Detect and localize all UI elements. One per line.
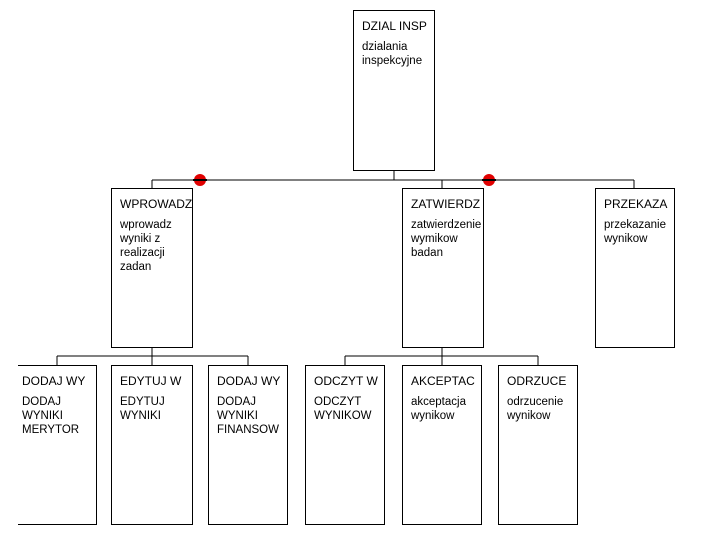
marker-left — [193, 174, 207, 186]
node-desc: akceptacja wynikow — [411, 396, 466, 422]
node-title: ODCZYT W — [314, 374, 378, 388]
node-odrzucenie[interactable]: ODRZUCE odrzucenie wynikow — [498, 365, 578, 525]
node-title: WPROWADZ — [120, 197, 193, 211]
node-title: AKCEPTAC — [411, 374, 475, 388]
node-dzial-insp[interactable]: DZIAL INSP dzialania inspekcyjne — [353, 10, 435, 171]
marker-right — [482, 174, 496, 186]
node-title: EDYTUJ W — [120, 374, 182, 388]
node-desc: ODCZYT WYNIKOW — [314, 396, 372, 422]
node-desc: EDYTUJ WYNIKI — [120, 396, 165, 422]
node-desc: odrzucenie wynikow — [507, 396, 564, 422]
node-desc: DODAJ WYNIKI MERYTOR — [22, 396, 80, 436]
node-title: DODAJ WY — [217, 374, 281, 388]
node-title: ZATWIERDZ — [411, 197, 481, 211]
node-wprowadz[interactable]: WPROWADZ wprowadz wyniki z realizacji za… — [111, 188, 193, 348]
node-title: DZIAL INSP — [362, 19, 427, 33]
node-odczyt[interactable]: ODCZYT W ODCZYT WYNIKOW — [305, 365, 385, 525]
node-edytuj[interactable]: EDYTUJ W EDYTUJ WYNIKI — [111, 365, 193, 525]
node-przekaz[interactable]: PRZEKAZA przekazanie wynikow — [595, 188, 675, 348]
node-desc: DODAJ WYNIKI FINANSOW — [217, 396, 279, 436]
node-title: PRZEKAZA — [604, 197, 668, 211]
node-zatwierdz[interactable]: ZATWIERDZ zatwierdzenie wymikow badan — [402, 188, 484, 348]
node-desc: zatwierdzenie wymikow badan — [411, 219, 482, 259]
node-desc: dzialania inspekcyjne — [362, 41, 423, 67]
node-dodaj-merytor[interactable]: DODAJ WY DODAJ WYNIKI MERYTOR — [18, 365, 97, 525]
node-desc: przekazanie wynikow — [604, 219, 667, 245]
node-title: ODRZUCE — [507, 374, 567, 388]
node-desc: wprowadz wyniki z realizacji zadan — [120, 219, 172, 273]
node-akceptacja[interactable]: AKCEPTAC akceptacja wynikow — [402, 365, 482, 525]
node-title: DODAJ WY — [22, 374, 86, 388]
node-dodaj-finans[interactable]: DODAJ WY DODAJ WYNIKI FINANSOW — [208, 365, 288, 525]
